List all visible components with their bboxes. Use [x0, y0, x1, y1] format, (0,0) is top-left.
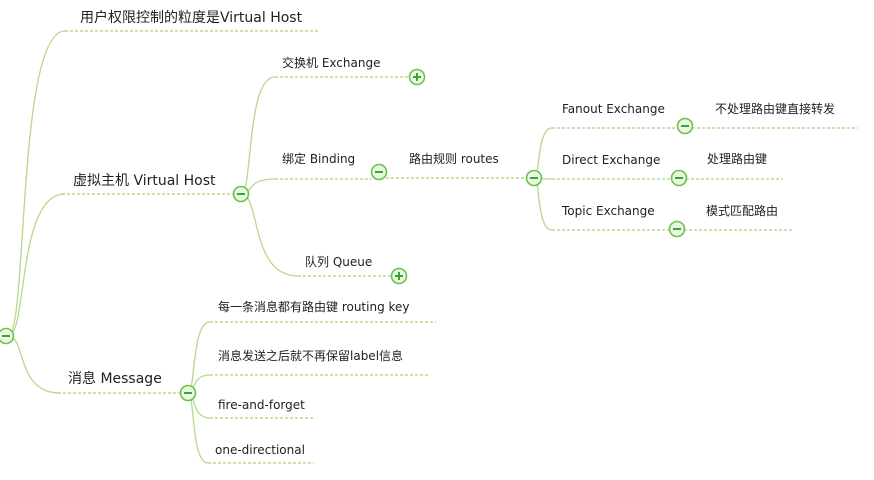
virtual-host-collapse-button[interactable]: [232, 185, 250, 203]
node-topic-exchange[interactable]: Topic Exchange: [562, 204, 655, 218]
node-virtual-host[interactable]: 虚拟主机 Virtual Host: [73, 173, 216, 189]
node-routing-key[interactable]: 每一条消息都有路由键 routing key: [218, 300, 410, 314]
topic-collapse-button[interactable]: [668, 220, 686, 238]
branch-vhost-queue: [240, 193, 299, 277]
node-routes[interactable]: 路由规则 routes: [409, 152, 499, 166]
branch-root-granularity: [7, 30, 66, 337]
branch-message-routing-key: [187, 321, 211, 394]
branch-message-one-directional: [187, 392, 209, 464]
node-fire-and-forget[interactable]: fire-and-forget: [218, 398, 305, 412]
node-queue[interactable]: 队列 Queue: [305, 255, 373, 269]
root-collapse-button[interactable]: [0, 327, 15, 345]
exchange-expand-button[interactable]: [408, 68, 426, 86]
message-collapse-button[interactable]: [179, 384, 197, 402]
node-fanout-exchange[interactable]: Fanout Exchange: [562, 102, 665, 116]
node-topic-desc[interactable]: 模式匹配路由: [706, 204, 779, 218]
node-direct-exchange[interactable]: Direct Exchange: [562, 153, 661, 167]
node-fanout-desc[interactable]: 不处理路由键直接转发: [715, 102, 836, 116]
binding-collapse-button[interactable]: [370, 163, 388, 181]
node-direct-desc[interactable]: 处理路由键: [707, 152, 768, 166]
fanout-collapse-button[interactable]: [676, 117, 694, 135]
node-vhost-granularity[interactable]: 用户权限控制的粒度是Virtual Host: [80, 10, 303, 26]
queue-expand-button[interactable]: [390, 267, 408, 285]
node-binding[interactable]: 绑定 Binding: [282, 152, 356, 166]
node-no-label[interactable]: 消息发送之后就不再保留label信息: [218, 349, 404, 363]
node-exchange[interactable]: 交换机 Exchange: [282, 56, 381, 70]
node-one-directional[interactable]: one-directional: [215, 443, 305, 457]
node-message[interactable]: 消息 Message: [68, 371, 162, 387]
direct-collapse-button[interactable]: [670, 169, 688, 187]
routes-collapse-button[interactable]: [525, 169, 543, 187]
branch-root-message: [7, 335, 61, 394]
branch-vhost-exchange: [240, 76, 276, 195]
branch-root-virtual-host: [7, 193, 66, 337]
